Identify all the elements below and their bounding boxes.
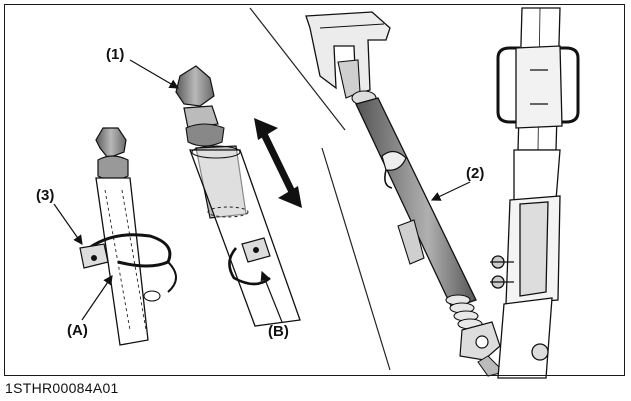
double-arrow-icon <box>254 118 302 208</box>
lift-arm-frame <box>490 7 580 379</box>
leader-lines <box>53 59 471 323</box>
rod-position-b <box>175 65 301 327</box>
callout-label-1: (1) <box>106 46 125 63</box>
stabilizer-assembly <box>305 11 505 377</box>
callout-label-3: (3) <box>36 187 55 204</box>
figure-code: 1STHR00084A01 <box>5 380 119 396</box>
callout-label-b: (B) <box>268 323 289 340</box>
rod-position-a <box>79 127 177 346</box>
callout-label-2: (2) <box>466 165 485 182</box>
divider-lines <box>249 7 391 371</box>
figure-frame <box>4 4 625 376</box>
callout-label-a: (A) <box>67 322 88 339</box>
